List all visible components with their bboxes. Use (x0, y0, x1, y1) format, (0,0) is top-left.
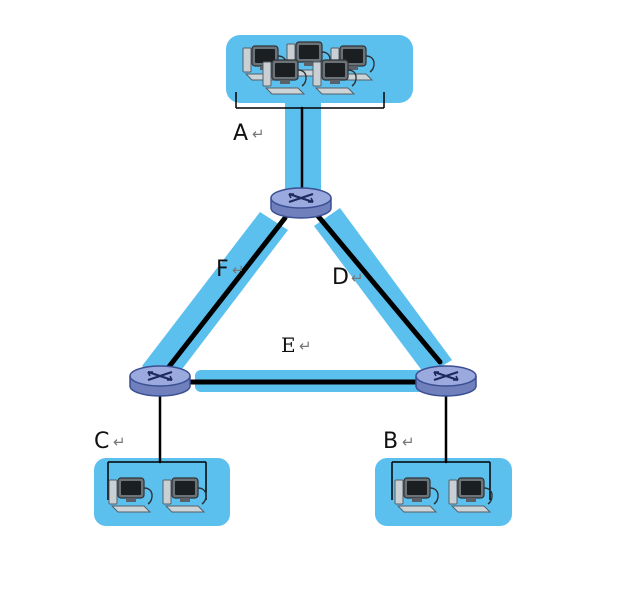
lan-b (391, 461, 493, 513)
label-f: F ↵ (216, 257, 245, 282)
return-mark: ↵ (402, 433, 415, 451)
label-a-text: A (233, 121, 248, 146)
label-d-text: D (332, 265, 349, 290)
router-icon (269, 186, 333, 220)
router-icon (414, 364, 478, 398)
router-icon (128, 364, 192, 398)
label-f-text: F (216, 257, 229, 282)
return-mark: ↵ (232, 261, 245, 279)
lan-c (107, 461, 207, 513)
label-e: E ↵ (281, 333, 312, 357)
label-c-text: C (94, 429, 109, 454)
label-b: B ↵ (383, 429, 415, 454)
return-mark: ↵ (351, 269, 364, 287)
label-c: C ↵ (94, 429, 126, 454)
return-mark: ↵ (252, 125, 265, 143)
label-e-text: E (281, 333, 296, 357)
links (158, 106, 448, 464)
link-d (315, 213, 443, 365)
link-f (165, 215, 288, 371)
label-a: A ↵ (233, 121, 265, 146)
return-mark: ↵ (299, 337, 312, 355)
label-b-text: B (383, 429, 398, 454)
return-mark: ↵ (113, 433, 126, 451)
lan-a (235, 41, 385, 109)
link-f-highlight (142, 212, 288, 385)
label-d: D ↵ (332, 265, 364, 290)
